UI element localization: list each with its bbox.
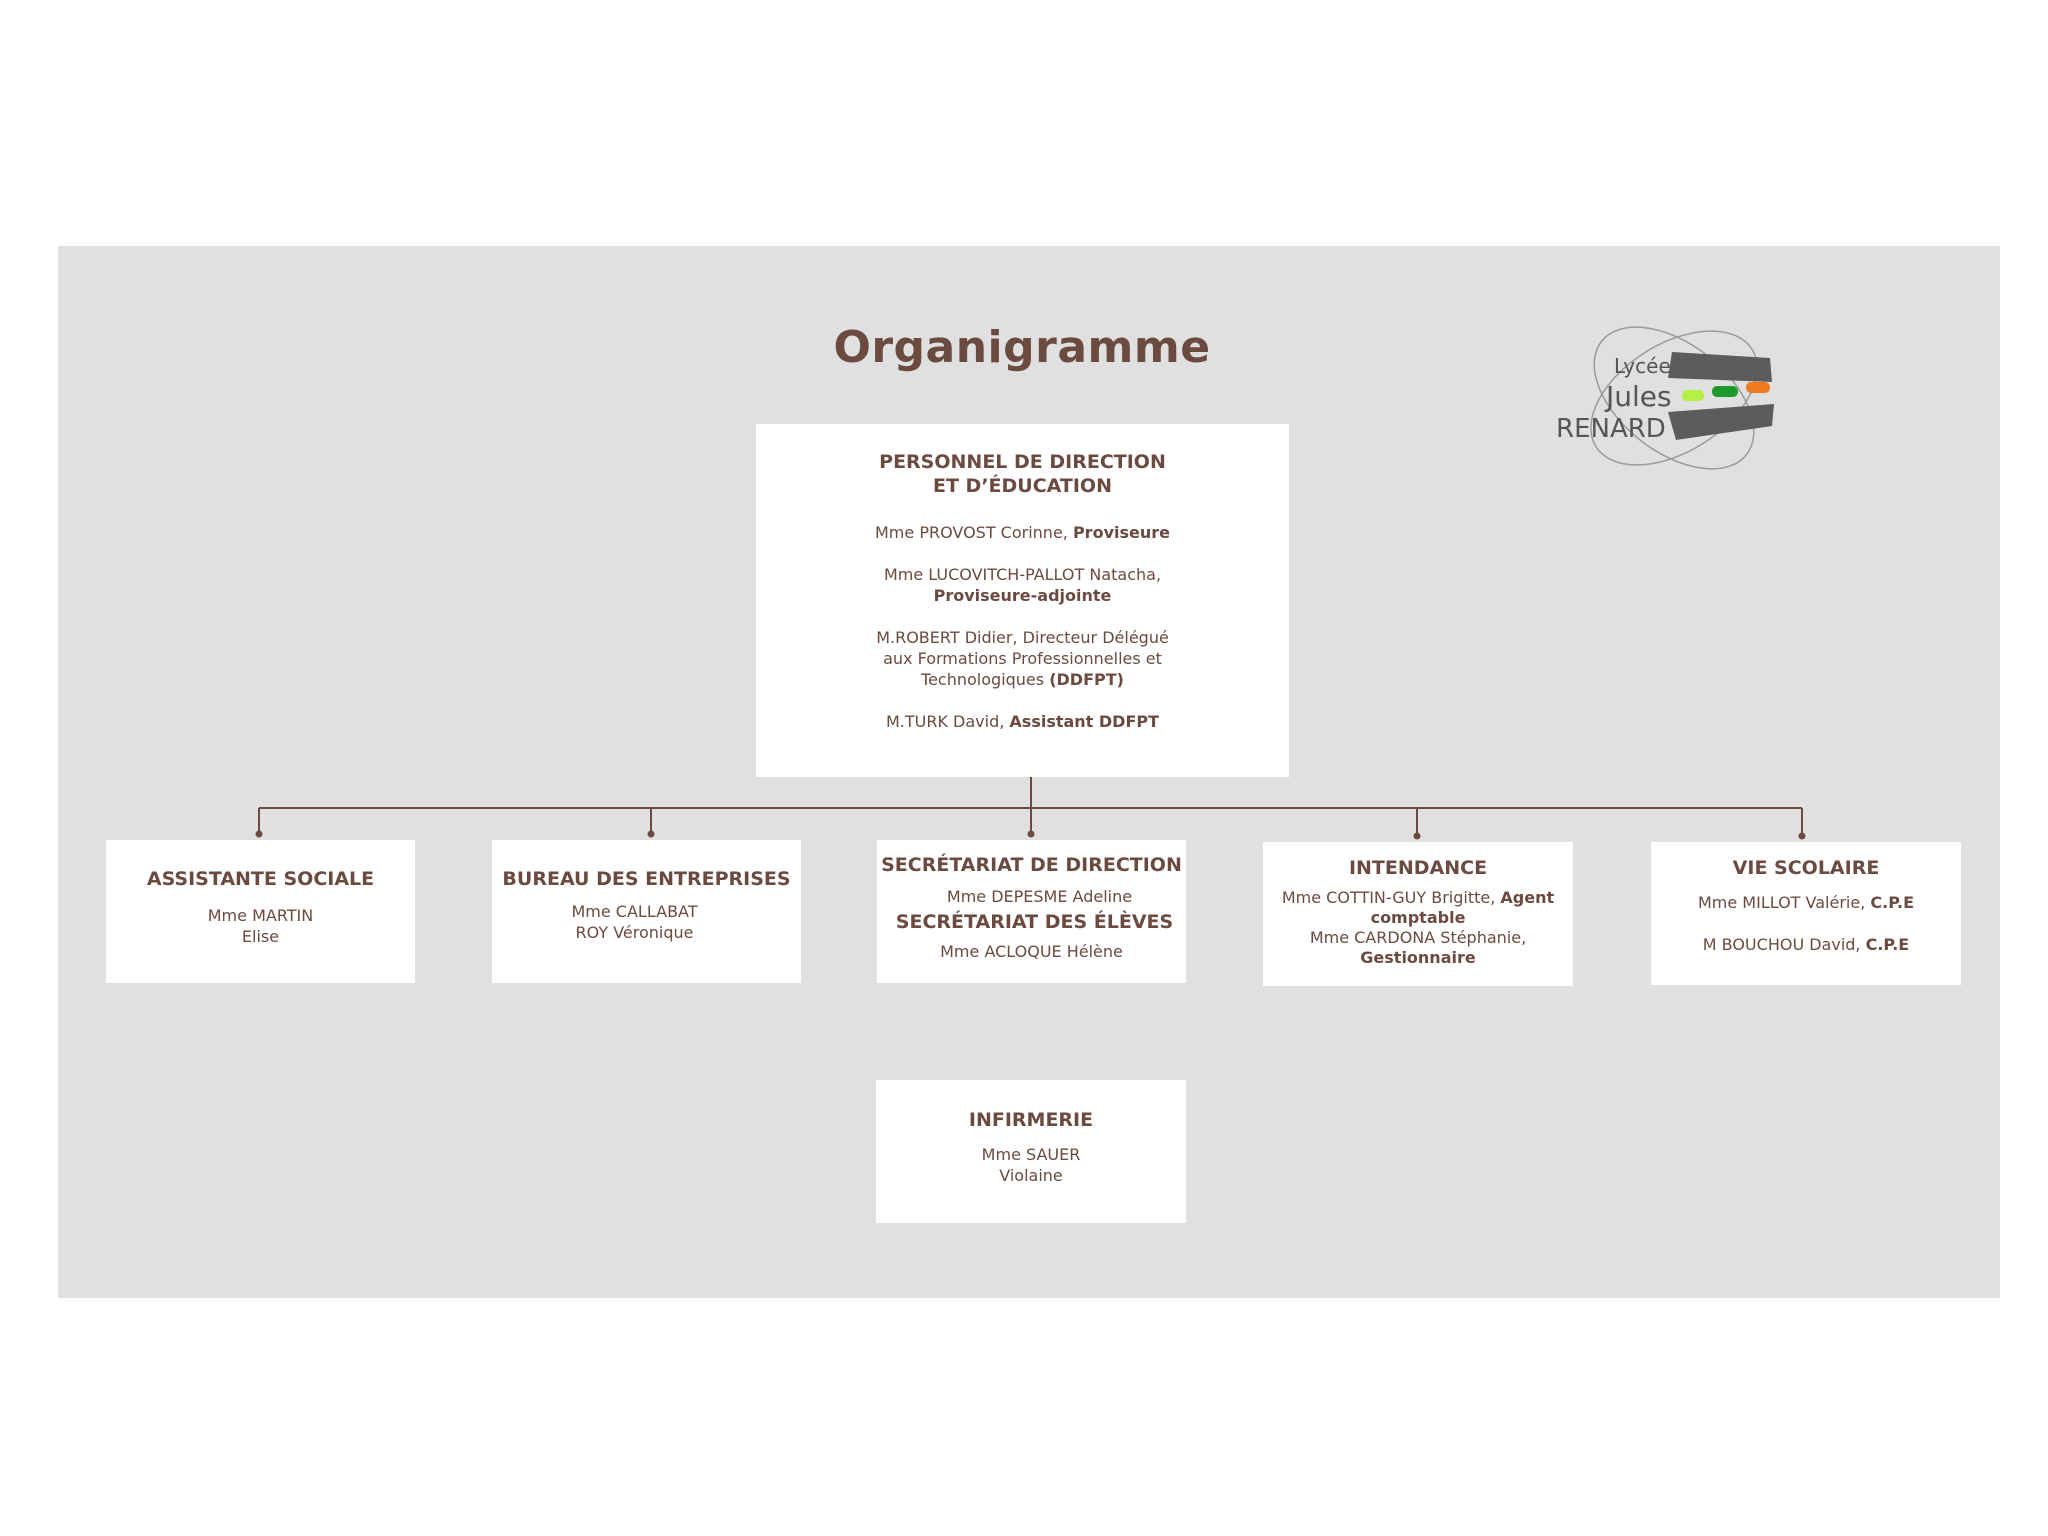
- vie-scolaire-member-millot: Mme MILLOT Valérie, C.P.E: [1651, 892, 1961, 913]
- direction-robert-line3: Technologiques (DDFPT): [756, 669, 1289, 690]
- vie-scolaire-box: VIE SCOLAIRE Mme MILLOT Valérie, C.P.E M…: [1651, 842, 1961, 985]
- logo-graphic: [1590, 326, 1774, 470]
- infirmerie-heading: INFIRMERIE: [968, 1109, 1094, 1131]
- vie-scolaire-bouchou-role: C.P.E: [1865, 935, 1910, 954]
- secretariat-direction-member: Mme DEPESME Adeline: [946, 887, 1133, 906]
- direction-turk-name: M.TURK David,: [885, 712, 1010, 731]
- direction-heading-line1: PERSONNEL DE DIRECTION: [879, 451, 1166, 473]
- direction-provost-name: Mme PROVOST Corinne,: [875, 523, 1073, 542]
- logo-text-renard: RENARD: [1556, 414, 1666, 444]
- direction-robert-line1: M.ROBERT Didier, Directeur Délégué: [876, 628, 1169, 647]
- bureau-entreprises-line1: Mme CALLABAT: [571, 902, 698, 921]
- secretariat-eleves-heading: SECRÉTARIAT DES ÉLÈVES: [895, 911, 1174, 933]
- bureau-entreprises-box: BUREAU DES ENTREPRISES Mme CALLABAT ROY …: [492, 840, 801, 983]
- assistante-sociale-line2: Elise: [241, 927, 280, 946]
- direction-heading-line2: ET D’ÉDUCATION: [933, 475, 1112, 497]
- bureau-entreprises-line2: ROY Véronique: [575, 923, 694, 942]
- assistante-sociale-heading: ASSISTANTE SOCIALE: [146, 868, 375, 890]
- assistante-sociale-box: ASSISTANTE SOCIALE Mme MARTIN Elise: [106, 840, 415, 983]
- direction-robert-line2: aux Formations Professionnelles et: [883, 649, 1162, 668]
- direction-turk-role: Assistant DDFPT: [1009, 712, 1160, 731]
- intendance-member-cardona: Mme CARDONA Stéphanie,: [1309, 928, 1527, 947]
- direction-member-turk: M.TURK David, Assistant DDFPT: [756, 711, 1289, 732]
- intendance-member-cottin: Mme COTTIN-GUY Brigitte, Agent: [1263, 888, 1573, 908]
- intendance-box: INTENDANCE Mme COTTIN-GUY Brigitte, Agen…: [1263, 842, 1573, 986]
- vie-scolaire-heading: VIE SCOLAIRE: [1732, 857, 1880, 879]
- direction-member-provost: Mme PROVOST Corinne, Proviseure: [756, 522, 1289, 543]
- intendance-cottin-role-a: Agent: [1500, 888, 1555, 907]
- logo-text-lycee: Lycée: [1614, 354, 1671, 378]
- intendance-cottin-name: Mme COTTIN-GUY Brigitte,: [1281, 888, 1501, 907]
- logo-green-light-pill: [1682, 390, 1704, 401]
- vie-scolaire-member-bouchou: M BOUCHOU David, C.P.E: [1651, 934, 1961, 955]
- logo-green-pill: [1712, 386, 1738, 397]
- direction-box: PERSONNEL DE DIRECTION ET D’ÉDUCATION Mm…: [756, 424, 1289, 777]
- direction-member-lucovitch-name: Mme LUCOVITCH-PALLOT Natacha,: [883, 565, 1162, 584]
- page-title-text: Organigramme: [833, 322, 1211, 373]
- logo-orange-pill: [1746, 382, 1770, 393]
- secretariat-direction-heading: SECRÉTARIAT DE DIRECTION: [881, 854, 1182, 876]
- secretariat-eleves-member: Mme ACLOQUE Hélène: [940, 942, 1123, 961]
- intendance-cardona-role: Gestionnaire: [1360, 948, 1476, 967]
- direction-robert-line3-text: Technologiques: [921, 670, 1050, 689]
- direction-robert-role: (DDFPT): [1049, 670, 1124, 689]
- vie-scolaire-bouchou-name: M BOUCHOU David,: [1702, 935, 1866, 954]
- direction-provost-role: Proviseure: [1072, 523, 1170, 542]
- infirmerie-box: INFIRMERIE Mme SAUER Violaine: [876, 1080, 1186, 1223]
- secretariat-box: SECRÉTARIAT DE DIRECTION Mme DEPESME Ade…: [877, 840, 1186, 983]
- intendance-heading: INTENDANCE: [1348, 857, 1488, 879]
- assistante-sociale-line1: Mme MARTIN: [207, 906, 314, 925]
- vie-scolaire-millot-role: C.P.E: [1870, 893, 1914, 912]
- intendance-cottin-role-b: comptable: [1370, 908, 1466, 927]
- logo-text-jules: Jules: [1606, 380, 1672, 413]
- bureau-entreprises-heading: BUREAU DES ENTREPRISES: [502, 868, 791, 890]
- school-logo: Lycée Jules RENARD: [1556, 300, 1788, 494]
- infirmerie-line1: Mme SAUER: [981, 1145, 1081, 1164]
- infirmerie-line2: Violaine: [999, 1166, 1063, 1185]
- page-title: Organigramme: [0, 322, 2048, 373]
- direction-lucovitch-role: Proviseure-adjointe: [933, 586, 1112, 605]
- vie-scolaire-millot-name: Mme MILLOT Valérie,: [1697, 893, 1871, 912]
